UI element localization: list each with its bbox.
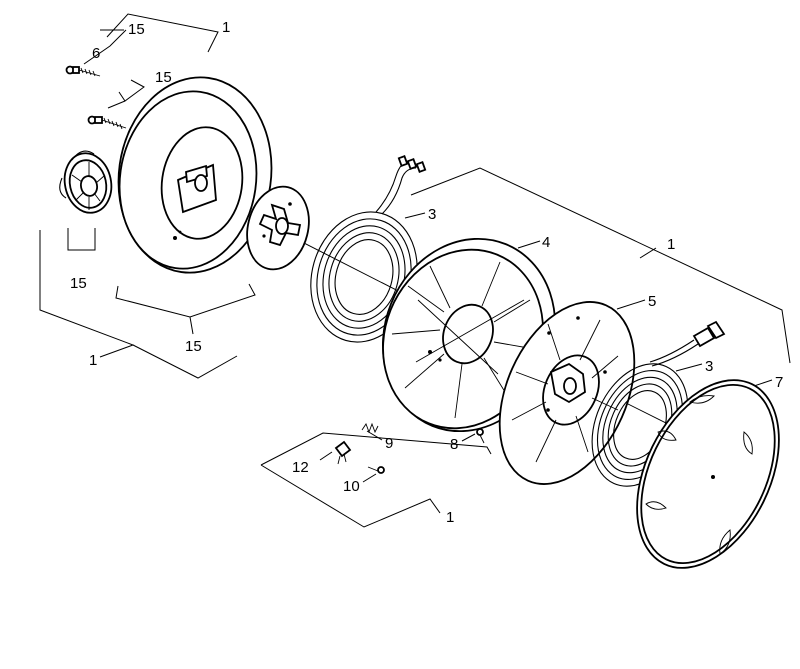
label-clamp-screw: 10 xyxy=(343,478,360,495)
label-hub-cap-bracket: 15 xyxy=(70,275,87,292)
label-hose-coil-left: 3 xyxy=(428,206,436,223)
drum-rear xyxy=(498,301,636,485)
hub-plate xyxy=(246,185,310,271)
label-drum-rear: 5 xyxy=(648,293,656,310)
callout-labels: 1 15 6 15 15 1 15 3 4 1 5 3 7 9 8 12 10 … xyxy=(70,19,783,526)
label-screw: 6 xyxy=(92,45,100,62)
label-housing-group: 1 xyxy=(222,19,230,36)
label-small-parts-group: 1 xyxy=(446,509,454,526)
cover-disc xyxy=(636,379,780,569)
label-drum-group: 1 xyxy=(667,236,675,253)
housing-wheel xyxy=(117,76,273,274)
label-screw-bracket-top: 15 xyxy=(128,21,145,38)
label-hose-coil-right: 3 xyxy=(705,358,713,375)
clamp-screw xyxy=(367,466,385,474)
label-clamp: 12 xyxy=(292,459,309,476)
label-cover: 7 xyxy=(775,374,783,391)
screw-middle xyxy=(87,115,127,130)
label-drum-front: 4 xyxy=(542,234,550,251)
spring-clip xyxy=(361,422,379,434)
label-spring-clip: 9 xyxy=(385,435,393,452)
clamp xyxy=(334,440,352,465)
label-screw-bracket-mid: 15 xyxy=(155,69,172,86)
label-hub-bracket-bottom: 15 xyxy=(185,338,202,355)
screw-top xyxy=(65,65,101,77)
label-small-screw: 8 xyxy=(450,436,458,453)
label-housing-group-bottom: 1 xyxy=(89,352,97,369)
hub-cap xyxy=(59,150,113,214)
small-screw-8 xyxy=(476,428,485,444)
